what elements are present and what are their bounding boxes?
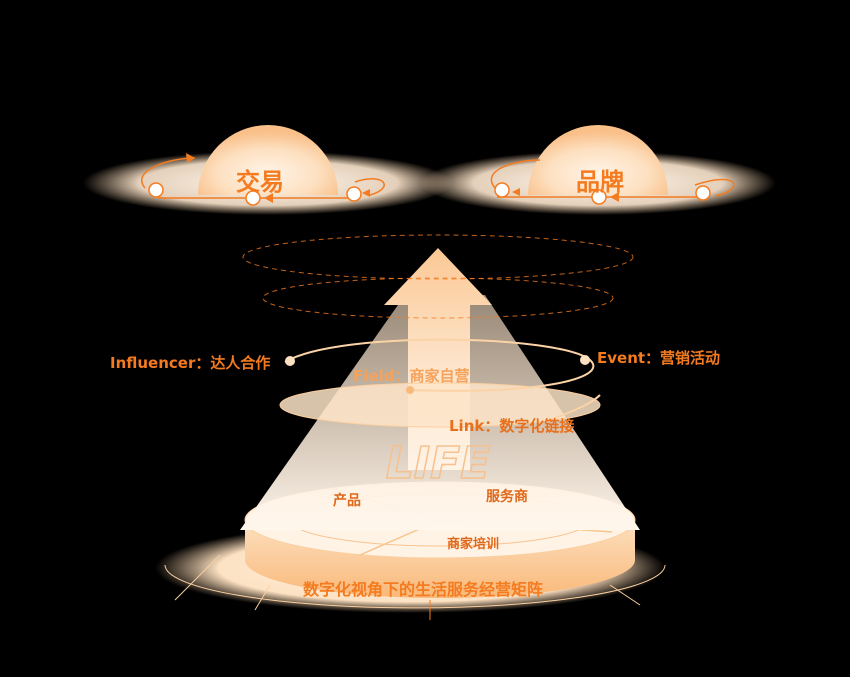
service-provider-label: 服务商 xyxy=(486,489,528,505)
brand-orbit-right xyxy=(694,178,735,197)
brand-orbit-arrow-2 xyxy=(610,192,619,202)
node-circle-4 xyxy=(494,182,510,198)
brand-dome xyxy=(528,125,668,195)
swirl-dot-left xyxy=(285,356,295,366)
life-watermark: LIFE xyxy=(386,438,491,489)
trade-dome xyxy=(198,125,338,195)
base-grid-3 xyxy=(609,584,641,606)
field-ring-disk xyxy=(280,383,600,427)
brand-orbit-left xyxy=(490,159,541,189)
base-grid-2 xyxy=(254,584,271,611)
node-circle-5 xyxy=(591,189,607,205)
dashed-orbit-lower xyxy=(262,277,614,319)
merchant-training-label: 商家培训 xyxy=(447,537,500,552)
field-ring-edge xyxy=(279,382,601,428)
trade-orbit-arrow-1 xyxy=(186,153,195,163)
brand-title: 品牌 xyxy=(576,168,624,196)
node-circle-2 xyxy=(245,190,261,206)
field-label: Field：商家自营 xyxy=(353,367,470,385)
trade-title: 交易 xyxy=(236,168,284,196)
node-circle-1 xyxy=(148,182,164,198)
influencer-label: Influencer：达人合作 xyxy=(110,354,271,372)
link-label: Link：数字化链接 xyxy=(449,417,575,435)
trade-orbit-right xyxy=(354,178,385,196)
base-outer-ring xyxy=(164,564,666,609)
product-label: 产品 xyxy=(333,493,361,509)
swirl-dot-center xyxy=(406,386,414,394)
node-circle-3 xyxy=(346,186,362,202)
diagram-title: 数字化视角下的生活服务经营矩阵 xyxy=(303,580,544,599)
trade-orbit-arrow-3 xyxy=(362,189,370,197)
node-circle-6 xyxy=(695,185,711,201)
trade-orbit-arrow-2 xyxy=(264,193,273,203)
link-swirl xyxy=(549,394,601,421)
swirl-dot-right xyxy=(580,355,590,365)
event-label: Event：营销活动 xyxy=(597,349,721,367)
brand-planet xyxy=(420,125,776,215)
dashed-orbit-upper xyxy=(242,234,634,280)
trade-planet xyxy=(83,125,453,215)
brand-orbit-arrow-1 xyxy=(512,188,520,196)
base-grid-1 xyxy=(174,554,221,601)
